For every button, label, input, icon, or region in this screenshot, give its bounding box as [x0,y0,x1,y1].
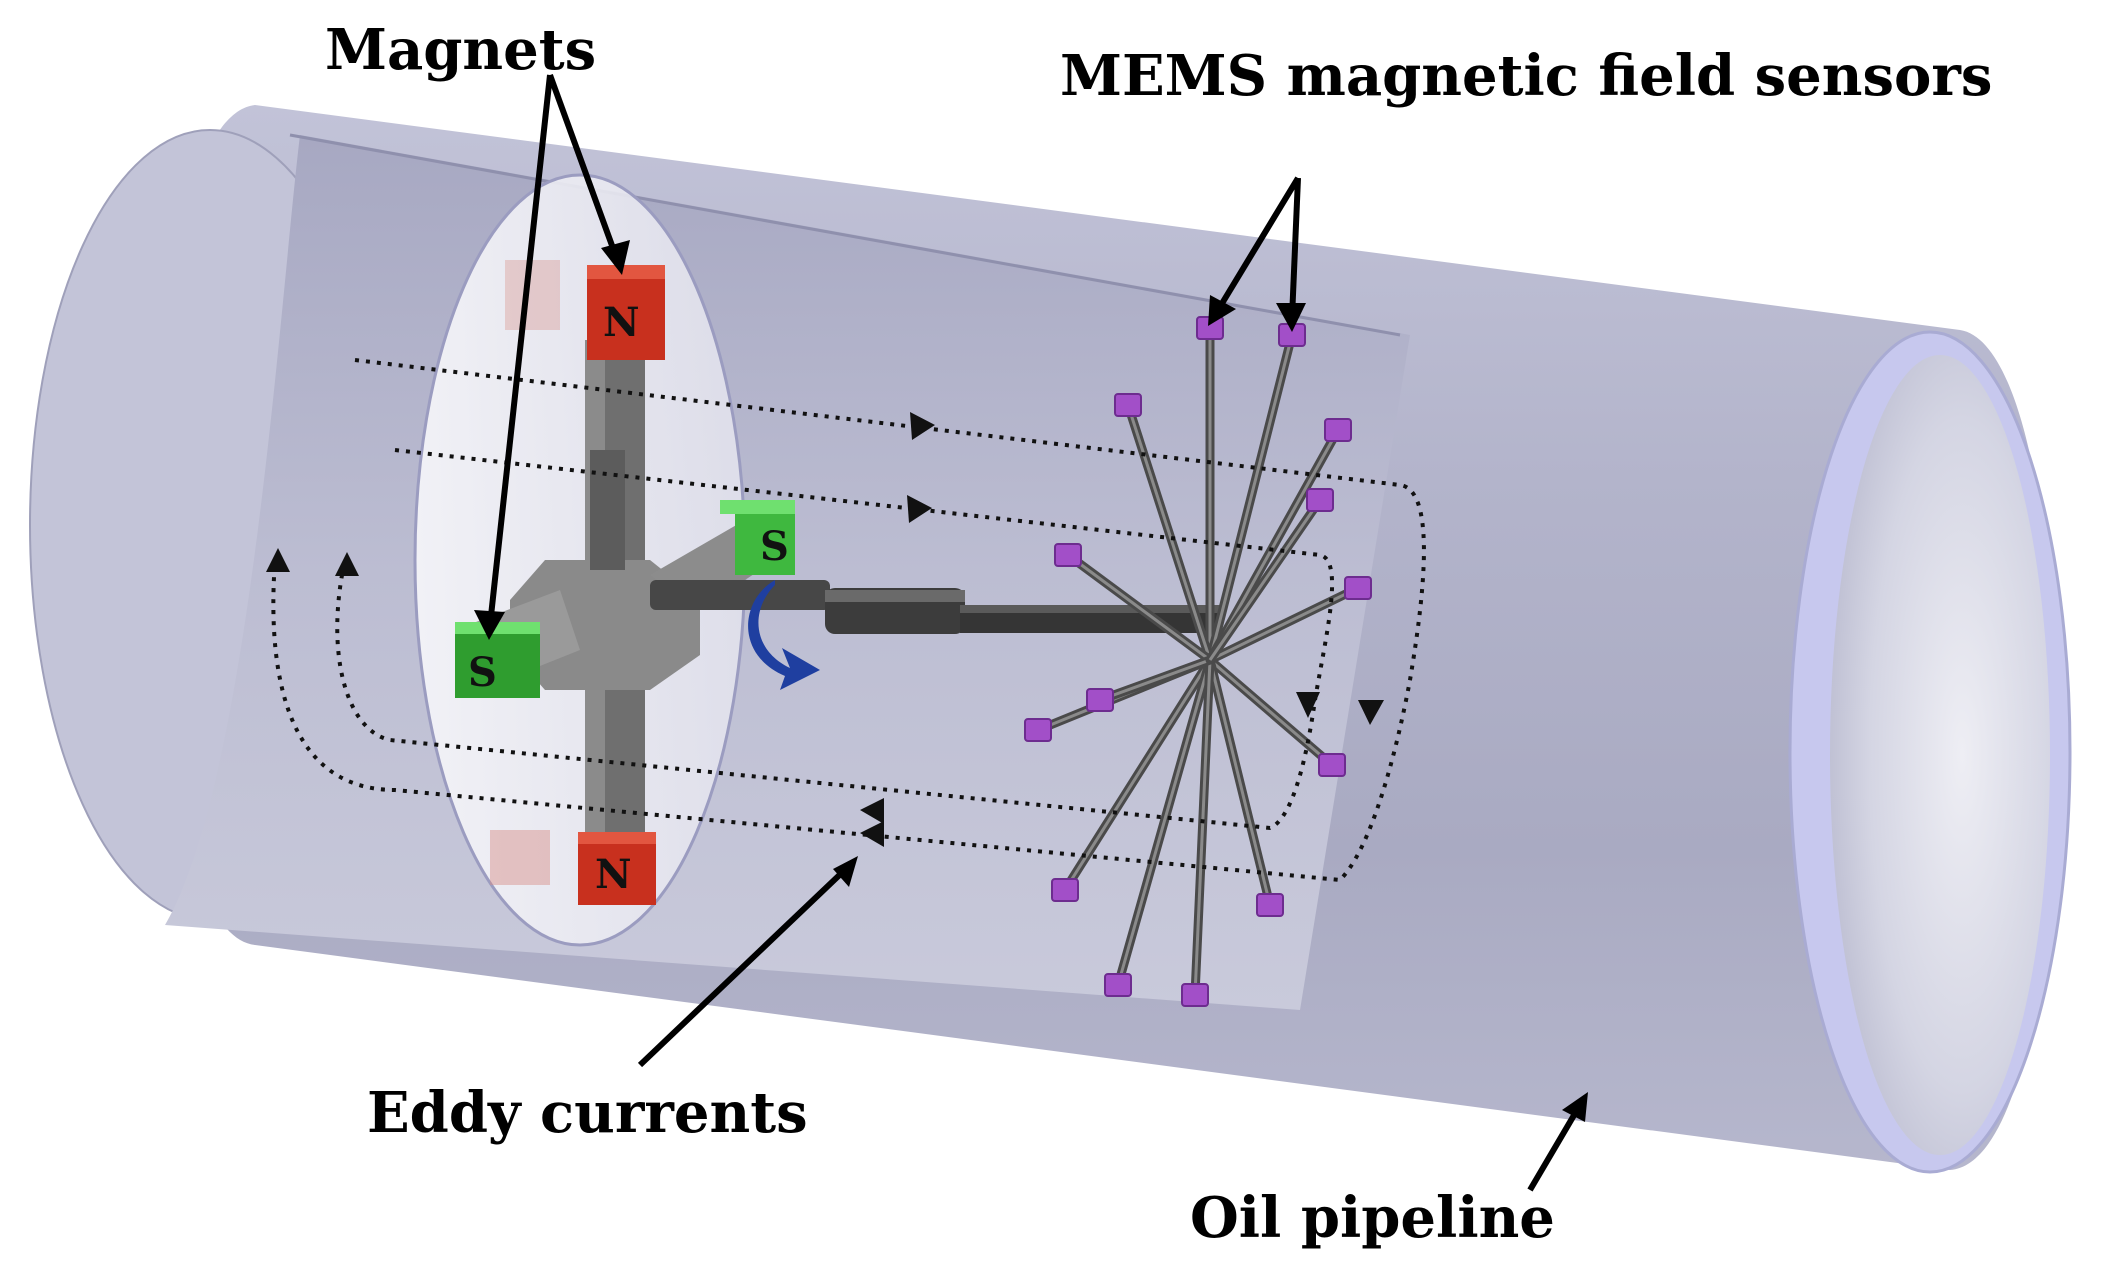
pointer-arrows [487,73,1583,1192]
arrow-magnets-to-left [487,74,553,626]
eddy-arrow-inner-left [335,552,359,576]
sensor-rod-highlight [1116,659,1212,986]
arrow-mems-to-sensor-b [1289,177,1301,319]
ghost-magnet-top [505,260,560,330]
sensor-rod-highlight [1099,658,1211,702]
arrow-mems-to-sensor-a [1212,176,1301,317]
pole-label-north-top: N [603,299,640,346]
curved-arrow-icon [748,580,820,690]
magnet-north-bottom: N [578,832,656,905]
ghost-magnet-bottom [490,830,550,885]
drive-shaft [650,580,1220,634]
magnet-south-right: S [720,500,795,575]
mems-sensor-tip [1114,393,1142,417]
eddy-arrow-outer-top [910,412,935,440]
sensor-rod-highlight [1063,659,1212,891]
mems-sensor-tip [1344,576,1372,600]
pole-label-north-bottom: N [595,851,632,898]
sensor-rod-highlight [1193,659,1212,996]
label-magnets: Magnets [325,17,597,83]
pole-label-south-right: S [760,523,789,570]
eddy-current-loops [271,358,1426,883]
mems-sensor-tip [1086,688,1114,712]
eddy-arrow-inner-top [907,495,932,523]
arrow-magnets-to-top [547,73,621,264]
sensor-rod-highlight [1126,404,1212,661]
pole-label-south-left: S [468,649,497,696]
arrow-oil-pipeline [1527,1103,1583,1192]
label-eddy-currents: Eddy currents [367,1080,808,1146]
sensor-rod-highlight [1067,553,1211,662]
label-mems-sensors: MEMS magnetic field sensors [1060,43,1993,109]
eddy-arrow-outer-bottom [860,798,884,824]
sensor-rod-highlight [1209,658,1333,767]
eddy-arrow-inner-right [1296,692,1320,718]
mems-sensor-tip [1256,893,1284,917]
pipe-right-opening [1830,355,2050,1155]
eddy-loop-outer [271,358,1426,883]
eddy-loop-inner [335,448,1335,831]
sensor-rod-highlight [1209,586,1359,662]
magnet-north-top: N [587,265,665,360]
mems-sensor-tip [1181,983,1209,1007]
mems-sensor-tip [1104,973,1132,997]
mems-sensor-tip [1051,878,1079,902]
mems-sensor-tip [1324,418,1352,442]
mems-sensor-tip [1306,488,1334,512]
eddy-arrowheads [266,412,1384,847]
eddy-arrow-outer-left [266,548,290,572]
label-oil-pipeline: Oil pipeline [1190,1185,1555,1251]
sensor-spokes [1024,316,1372,1007]
mems-sensor-tip [1318,753,1346,777]
pointer-arrowheads [474,240,1588,1122]
sensor-rod-highlight [1208,499,1322,661]
eddy-arrow-outer-right [1358,700,1384,725]
sensor-rod-highlight [1208,659,1272,906]
mems-sensor-tip [1054,543,1082,567]
sensor-rod-highlight [1208,334,1294,661]
eddy-arrow-inner-bottom [860,821,884,847]
arrow-eddy-current [637,862,853,1068]
mems-sensor-tip [1024,718,1052,742]
magnet-south-left: S [455,622,540,698]
